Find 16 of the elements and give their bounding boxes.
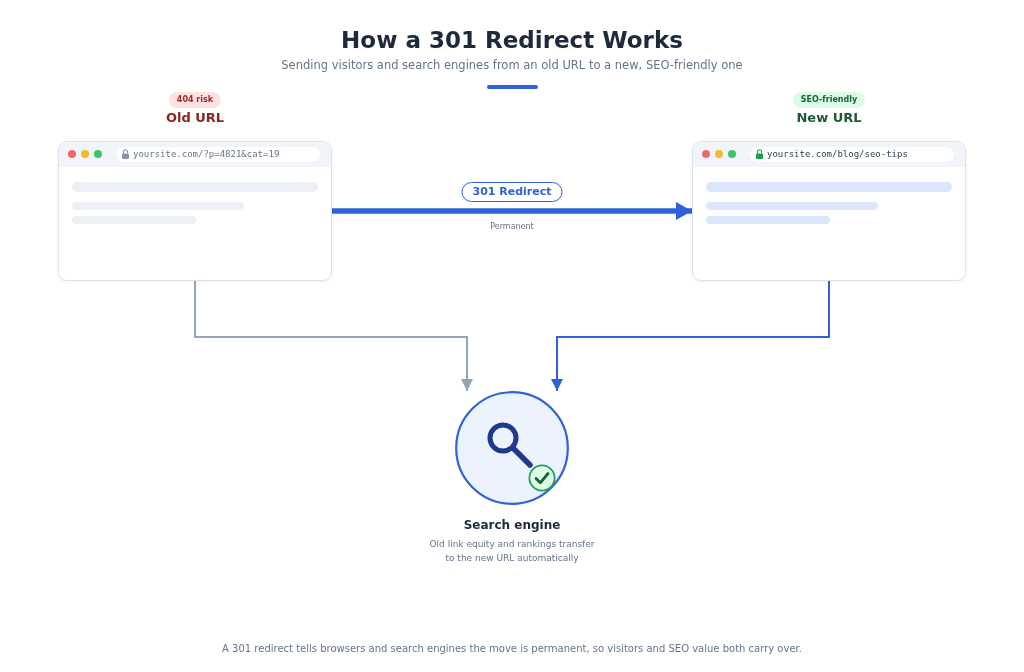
subtitle: Sending visitors and search engines from an old URL to a new, SEO-friendly one: [281, 58, 743, 73]
edge-label: 301 Redirect: [461, 182, 563, 202]
status-tag: 404 risk: [168, 92, 222, 108]
arrow: [194, 280, 473, 392]
node-title: Search engine: [463, 518, 561, 533]
status-tag: SEO-friendly: [792, 92, 866, 108]
title: How a 301 Redirect Works: [341, 26, 683, 54]
caption: A 301 redirect tells browsers and search engines the move is permanent, so visitors and SEO value both carry over.: [222, 642, 802, 655]
arrow: [551, 280, 830, 392]
edge-note: Permanent: [490, 221, 534, 232]
arrow: [332, 202, 692, 220]
node-description: Old link equity and rankings transfer to the new URL automatically: [428, 538, 596, 565]
url-text: yoursite.com/blog/seo-tips: [767, 148, 908, 161]
window-heading: New URL: [796, 109, 862, 126]
url-text: yoursite.com/?p=4821&cat=19: [133, 148, 280, 161]
window-heading: Old URL: [165, 109, 225, 126]
